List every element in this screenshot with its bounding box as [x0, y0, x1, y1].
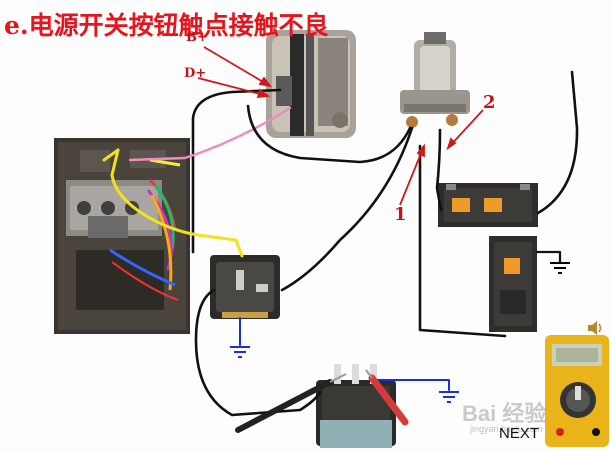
label-terminal-2: 2 — [483, 92, 496, 113]
probe-black — [235, 373, 347, 433]
power-switch — [316, 364, 396, 448]
relay — [210, 255, 280, 319]
label-arrows — [197, 46, 484, 206]
label-terminal-1: 1 — [394, 204, 407, 225]
solenoid — [400, 32, 470, 128]
watermark-url: jingyan.baidu.com — [470, 424, 543, 434]
next-button[interactable]: NEXT — [499, 425, 540, 442]
alternator — [266, 30, 356, 138]
ground-symbol-battery — [550, 262, 570, 274]
wires — [102, 70, 579, 417]
multimeter — [545, 335, 609, 447]
fuse-panel — [54, 138, 190, 334]
slide-title: e.电源开关按钮触点接触不良 — [4, 11, 329, 40]
probe-red — [365, 369, 409, 426]
watermark-logo: Bai 经验 — [462, 401, 547, 426]
speaker-icon[interactable] — [586, 318, 606, 338]
label-d-plus: D+ — [184, 66, 207, 81]
label-b-plus: B+ — [186, 30, 208, 45]
ground-symbol-switch — [439, 391, 459, 403]
battery-lower — [489, 236, 537, 332]
ground-symbol-relay — [230, 346, 250, 358]
battery-upper — [438, 183, 538, 227]
